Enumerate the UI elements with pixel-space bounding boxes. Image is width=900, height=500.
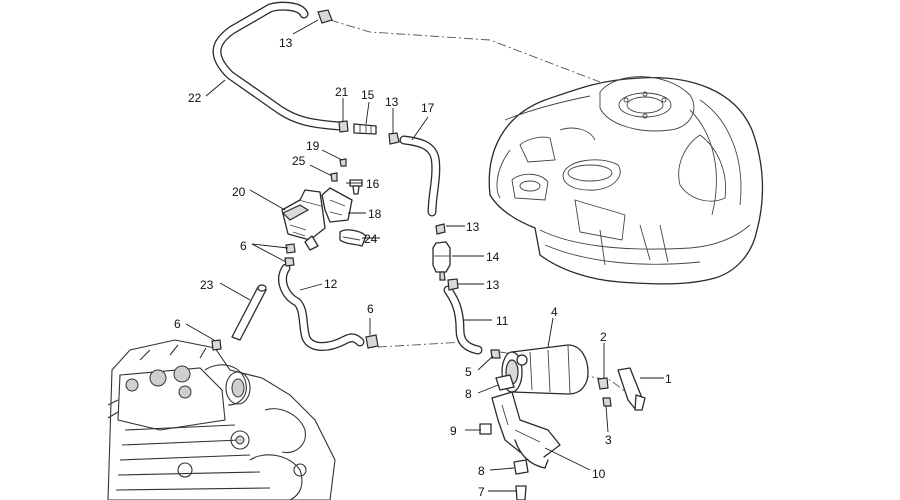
callout-19: 19 <box>306 139 320 153</box>
hose-23 <box>231 284 267 341</box>
callout-21: 21 <box>335 85 349 99</box>
bracket-18 <box>321 187 353 223</box>
bracket-24 <box>339 229 367 247</box>
callout-8: 8 <box>478 464 485 478</box>
callout-14: 14 <box>486 250 500 264</box>
callout-8: 8 <box>465 387 472 401</box>
callout-13: 13 <box>486 278 500 292</box>
callout-2: 2 <box>600 330 607 344</box>
callout-5: 5 <box>465 365 472 379</box>
callout-6: 6 <box>174 317 181 331</box>
callout-4: 4 <box>551 305 558 319</box>
callout-10: 10 <box>592 467 606 481</box>
callout-18: 18 <box>368 207 382 221</box>
leader-lines <box>185 19 664 492</box>
callout-22: 22 <box>188 91 202 105</box>
vent-hoses <box>212 1 483 355</box>
fuel-tank <box>488 76 764 285</box>
callout-24: 24 <box>364 232 378 246</box>
callout-23: 23 <box>200 278 214 292</box>
tube-fitting-1 <box>617 367 646 411</box>
mount-plate-8a <box>495 374 515 391</box>
callout-13: 13 <box>385 95 399 109</box>
callout-13: 13 <box>466 220 480 234</box>
callout-16: 16 <box>366 177 380 191</box>
callout-3: 3 <box>605 433 612 447</box>
mount-plate-8b <box>513 459 529 475</box>
callout-11: 11 <box>496 314 509 328</box>
callout-6: 6 <box>367 302 374 316</box>
callout-numbers: 13 22 21 15 13 17 19 25 16 20 18 24 6 13… <box>174 36 672 499</box>
charcoal-canister <box>501 344 589 395</box>
engine-block <box>107 339 336 500</box>
callout-25: 25 <box>292 154 306 168</box>
callout-17: 17 <box>421 101 435 115</box>
callout-13: 13 <box>279 36 293 50</box>
callout-20: 20 <box>232 185 246 199</box>
clamps-and-fittings <box>211 9 612 500</box>
callout-1: 1 <box>665 372 672 386</box>
callout-15: 15 <box>361 88 375 102</box>
callout-12: 12 <box>324 277 338 291</box>
support-bracket-10 <box>491 391 561 469</box>
callout-7: 7 <box>478 485 485 499</box>
purge-valve <box>281 189 326 251</box>
callout-9: 9 <box>450 424 457 438</box>
callout-6: 6 <box>240 239 247 253</box>
